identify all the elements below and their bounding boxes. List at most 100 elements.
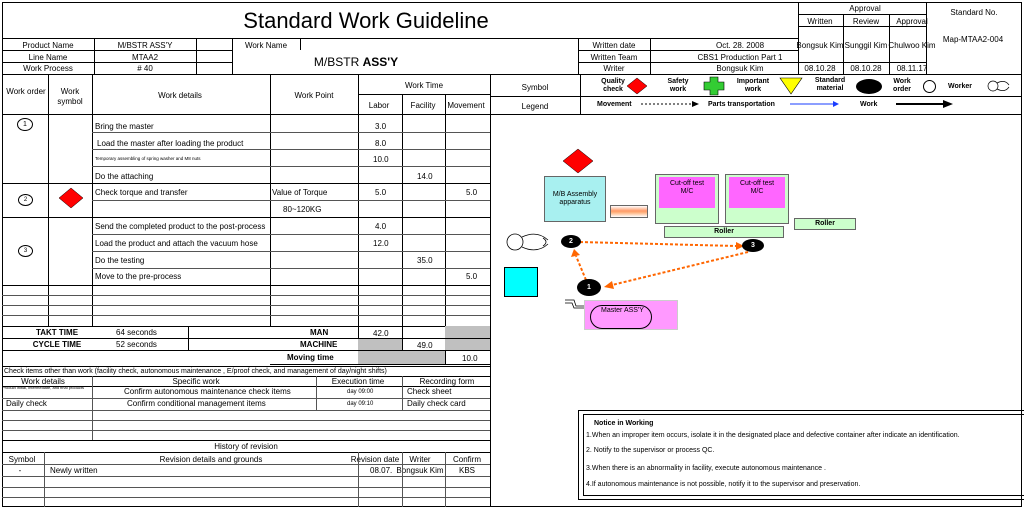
rule xyxy=(2,38,798,39)
legend-important-work: Important work xyxy=(736,78,770,93)
movement-arrowhead xyxy=(571,249,580,257)
standard-no-label: Standard No. xyxy=(950,8,998,17)
notice-inner xyxy=(583,414,1024,496)
col-labor: Labor xyxy=(368,101,390,110)
roller-2: Roller xyxy=(794,218,856,230)
step-facility: 14.0 xyxy=(417,172,433,181)
standard-material-icon xyxy=(856,79,882,94)
check-row1-details: Product initial, intermediate, and final… xyxy=(2,385,85,390)
worker-icon xyxy=(987,80,1010,92)
rule xyxy=(92,251,490,252)
rule xyxy=(2,326,490,327)
check-col-exec: Execution time xyxy=(331,377,385,386)
legend-worker: Worker xyxy=(948,83,972,90)
rule xyxy=(92,166,490,167)
movement-arrow-3-to-1 xyxy=(611,251,749,286)
step-detail: Bring the master xyxy=(95,122,154,131)
cutoff-label-1: Cut-off test M/C xyxy=(659,177,715,208)
movement-arrow-head xyxy=(692,101,699,107)
rule xyxy=(926,2,927,74)
approval-col-approval: Approval xyxy=(896,17,928,26)
notice-title: Notice in Working xyxy=(594,420,654,427)
rule xyxy=(402,94,403,364)
order-number: 1 xyxy=(23,121,27,128)
written-team: CBS1 Production Part 1 xyxy=(697,53,783,62)
rule xyxy=(2,376,490,377)
master-assy-cloud xyxy=(590,305,652,329)
history-col-symbol: Symbol xyxy=(8,455,36,464)
history-row1-details: Newly written xyxy=(50,466,98,475)
master-connector xyxy=(565,299,588,309)
parts-arrow-icon xyxy=(790,101,839,107)
quality-diamond-shape xyxy=(58,187,84,209)
rule xyxy=(2,366,490,367)
legend-work-order: Work order xyxy=(893,78,911,93)
quality-diamond-icon xyxy=(626,77,648,95)
step-movement: 5.0 xyxy=(466,188,478,197)
approval-col-written: Written xyxy=(807,17,833,26)
rule xyxy=(92,268,490,269)
history-col-date: Revision date xyxy=(350,455,400,464)
line-name: MTAA2 xyxy=(131,53,159,62)
product-name-label: Product Name xyxy=(22,41,74,50)
work-order-marker-1: 1 xyxy=(577,279,601,296)
grey-cell xyxy=(445,338,490,350)
orange-plate xyxy=(610,205,648,218)
movement-arrow-2-to-3 xyxy=(579,241,737,247)
machine-label: MACHINE xyxy=(300,340,338,349)
approval-date-review: 08.10.28 xyxy=(850,64,882,73)
worker-icon xyxy=(506,233,549,251)
approval-name-written: Bongsuk Kim xyxy=(796,41,844,50)
rule xyxy=(2,114,1022,115)
roller-label: Roller xyxy=(815,220,835,227)
step-detail: Do the testing xyxy=(95,256,145,265)
master-connector-path xyxy=(565,299,588,307)
rule xyxy=(92,376,93,440)
legend-quality-check: Quality check xyxy=(601,78,625,93)
rule xyxy=(798,26,926,27)
parts-arrow-head xyxy=(833,101,839,107)
movement-paths xyxy=(571,241,749,289)
rule xyxy=(2,305,490,306)
notice-line-3: 3.When there is an abnormality in facili… xyxy=(586,465,826,472)
col-movement: Movement xyxy=(447,101,485,110)
quality-diamond-shape xyxy=(626,77,648,95)
work-name-label: Work Name xyxy=(244,41,288,50)
rule xyxy=(2,386,490,387)
step-detail: Check torque and transfer xyxy=(95,188,188,197)
takt-time-label: TAKT TIME xyxy=(35,328,79,337)
product-name: M/BSTR ASS'Y xyxy=(117,41,173,50)
grey-cell xyxy=(358,350,445,364)
movement-arrow-1-to-2 xyxy=(575,255,587,281)
check-row1-record: Check sheet xyxy=(407,387,452,396)
work-order-marker-2: 2 xyxy=(561,235,581,248)
rule xyxy=(2,295,490,296)
work-process-label: Work Process xyxy=(23,64,73,73)
movement-arrowhead xyxy=(604,281,614,289)
grey-cell xyxy=(445,326,490,338)
col-work-time: Work Time xyxy=(404,81,444,90)
moving-time-label: Moving time xyxy=(287,353,334,362)
safety-cross-icon xyxy=(703,76,725,96)
step-labor: 4.0 xyxy=(375,222,387,231)
history-row1-writer: Bongsuk Kim xyxy=(396,466,444,475)
approval-date-approval: 08.11.17 xyxy=(896,64,928,73)
cycle-time-label: CYCLE TIME xyxy=(32,340,82,349)
approval-name-review: Sunggil Kim xyxy=(844,41,888,50)
notice-line-4: 4.If autonomous maintenance is not possi… xyxy=(586,481,861,488)
step-detail: Send the completed product to the post-p… xyxy=(95,222,266,231)
work-order-marker-3: 3 xyxy=(742,239,764,252)
quality-diamond-shape xyxy=(562,148,594,174)
work-arrow-icon xyxy=(896,100,953,108)
work-order-icon xyxy=(923,80,936,93)
check-row1-exec: day 09:00 xyxy=(347,389,374,395)
written-team-label: Written Team xyxy=(590,53,638,62)
rule xyxy=(92,200,490,201)
check-col-specific: Specific work xyxy=(172,377,220,386)
history-title: History of revision xyxy=(214,442,278,451)
check-row2-specific: Confirm conditional management items xyxy=(127,399,266,408)
step-point: Value of Torque xyxy=(272,188,328,197)
check-row2-record: Daily check card xyxy=(407,399,466,408)
step-labor: 3.0 xyxy=(375,122,387,131)
rule xyxy=(300,38,301,50)
